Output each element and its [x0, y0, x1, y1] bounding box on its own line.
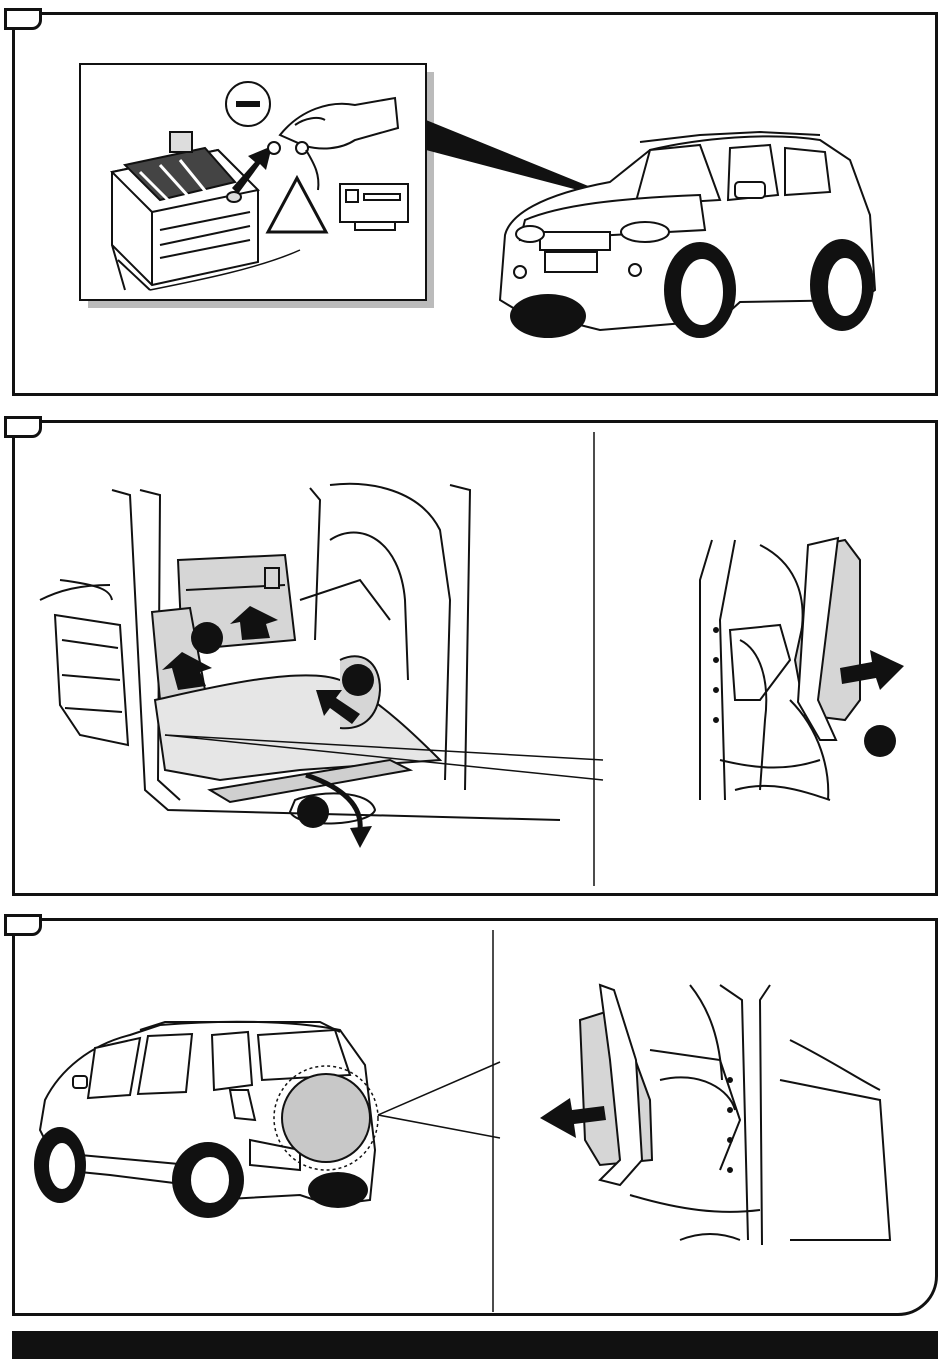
- footer-bar: [12, 1331, 938, 1359]
